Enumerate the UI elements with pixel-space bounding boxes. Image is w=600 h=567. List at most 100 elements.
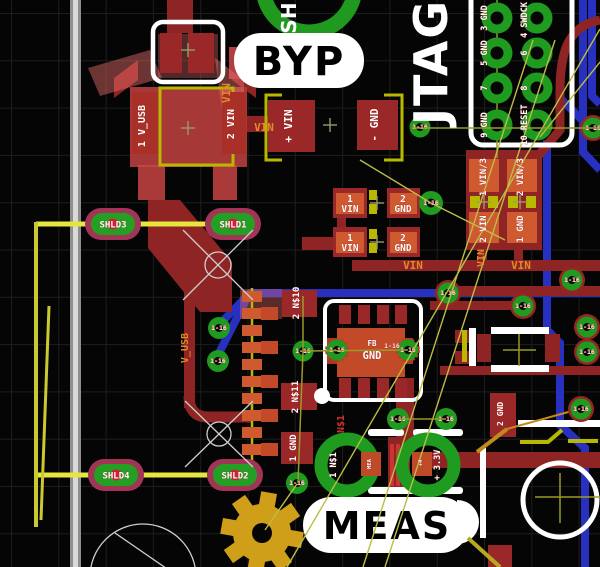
shld4-pad: SHLD4 bbox=[88, 459, 144, 491]
svg-text:9 GND: 9 GND bbox=[480, 112, 490, 138]
svg-text:+ 3.3V: + 3.3V bbox=[433, 450, 443, 481]
top-capacitor[interactable] bbox=[150, 19, 226, 85]
hole-cross-top bbox=[182, 229, 254, 301]
via: 1-16 bbox=[568, 396, 594, 422]
svg-text:7: 7 bbox=[480, 85, 490, 90]
svg-text:N$1: N$1 bbox=[336, 415, 347, 433]
drill-marks bbox=[90, 43, 527, 567]
svg-text:1 N$1: 1 N$1 bbox=[329, 452, 339, 478]
svg-text:1-16: 1-16 bbox=[440, 289, 456, 297]
shield-pads[interactable]: SHLD3 SHLD1 SHLD4 SHLD2 bbox=[85, 208, 263, 491]
shld2-pad: SHLD2 bbox=[207, 459, 263, 491]
svg-text:SHLD3: SHLD3 bbox=[99, 221, 126, 231]
svg-text:VIN: VIN bbox=[511, 259, 531, 272]
svg-text:GND: GND bbox=[394, 204, 411, 215]
via: 1-16 bbox=[574, 314, 600, 340]
svg-text:2 N$10: 2 N$10 bbox=[292, 287, 302, 320]
ring-3v3 bbox=[395, 432, 461, 498]
svg-text:MEA: MEA bbox=[367, 458, 373, 469]
svg-text:1-16: 1-16 bbox=[412, 123, 428, 131]
n11-pad bbox=[281, 383, 317, 410]
jtag-header[interactable] bbox=[468, 0, 575, 158]
via: 1-16 bbox=[510, 293, 536, 319]
mount-hole-silk bbox=[520, 460, 600, 540]
paste-marks bbox=[369, 190, 377, 253]
svg-text:1-16: 1-16 bbox=[579, 348, 595, 356]
sh-mount-ring[interactable] bbox=[257, 0, 361, 40]
svg-text:1-16: 1-16 bbox=[515, 302, 531, 310]
svg-text:6: 6 bbox=[520, 50, 530, 55]
gnd-pad bbox=[281, 432, 313, 464]
svg-text:VIN: VIN bbox=[403, 259, 423, 272]
svg-text:2 VIN: 2 VIN bbox=[226, 109, 237, 139]
svg-text:BYP: BYP bbox=[253, 39, 346, 85]
svg-text:1: 1 bbox=[347, 233, 353, 244]
vin3-resistors[interactable] bbox=[466, 150, 542, 250]
svg-text:1-16: 1-16 bbox=[211, 324, 227, 332]
pad bbox=[507, 212, 537, 243]
svg-text:2 VIN: 2 VIN bbox=[479, 215, 489, 242]
svg-text:10 RESET: 10 RESET bbox=[520, 105, 530, 146]
svg-text:1 VIN/3: 1 VIN/3 bbox=[479, 158, 489, 196]
corner-arc bbox=[90, 523, 196, 567]
pad-2 bbox=[222, 92, 246, 154]
shld1-pad: SHLD1 bbox=[205, 208, 261, 240]
sh-title: SH bbox=[277, 2, 301, 33]
svg-text:GND: GND bbox=[363, 350, 382, 362]
pin1-dot bbox=[314, 388, 330, 404]
svg-text:2 GND: 2 GND bbox=[496, 402, 505, 426]
svg-text:MEAS: MEAS bbox=[323, 504, 452, 548]
svg-text:1-16: 1-16 bbox=[438, 415, 454, 423]
vin-cap-pad bbox=[268, 100, 315, 152]
airwires bbox=[264, 28, 600, 567]
pad-1 bbox=[132, 92, 158, 154]
svg-text:VIN: VIN bbox=[476, 249, 487, 267]
svg-text:1 GND: 1 GND bbox=[516, 215, 526, 243]
hole-cross-bottom bbox=[184, 400, 254, 468]
svg-text:+ VIN: + VIN bbox=[282, 109, 295, 142]
gear-icon[interactable] bbox=[220, 491, 304, 567]
svg-text:1-16: 1-16 bbox=[210, 357, 226, 365]
jtag-title: JTAG bbox=[404, 0, 458, 128]
via: 1-16 bbox=[208, 317, 230, 339]
meas-label-pill[interactable]: MEAS bbox=[303, 497, 469, 553]
svg-text:VIN: VIN bbox=[341, 243, 358, 254]
byp-label-pill[interactable]: BYP bbox=[234, 33, 364, 88]
svg-text:2: 2 bbox=[400, 233, 406, 244]
svg-text:1-16: 1-16 bbox=[400, 346, 416, 354]
svg-text:1-16: 1-16 bbox=[564, 276, 580, 284]
pad bbox=[188, 33, 214, 73]
svg-text:1: 1 bbox=[347, 194, 353, 205]
silkscreen-outline bbox=[150, 19, 226, 85]
svg-text:GND: GND bbox=[394, 243, 411, 254]
svg-text:+4: +4 bbox=[418, 459, 424, 466]
board-edge-bar[interactable] bbox=[70, 0, 81, 567]
svg-text:VIN: VIN bbox=[341, 204, 358, 215]
svg-text:SHLD1: SHLD1 bbox=[219, 221, 246, 231]
svg-text:1-16: 1-16 bbox=[573, 405, 589, 413]
via: 1-16 bbox=[559, 267, 585, 293]
svg-text:1-16: 1-16 bbox=[289, 479, 305, 487]
bypass-caps[interactable] bbox=[268, 100, 398, 152]
svg-text:5 GND: 5 GND bbox=[480, 40, 490, 66]
svg-text:1 V_USB: 1 V_USB bbox=[137, 105, 148, 147]
gnd-cap-pad bbox=[357, 100, 398, 150]
svg-text:VIN: VIN bbox=[254, 121, 274, 134]
svg-text:2: 2 bbox=[400, 194, 406, 205]
n10-pad bbox=[282, 290, 317, 317]
jtag-pins bbox=[481, 2, 553, 141]
svg-text:1-16: 1-16 bbox=[579, 323, 595, 331]
via: 1-16 bbox=[207, 350, 229, 372]
svg-text:V_USB: V_USB bbox=[180, 333, 191, 363]
net-pads[interactable] bbox=[281, 290, 317, 464]
vusb-component[interactable] bbox=[132, 92, 246, 154]
pad bbox=[469, 159, 499, 192]
switch-silk bbox=[518, 420, 600, 427]
meas-header-rings[interactable] bbox=[314, 432, 461, 498]
pad bbox=[160, 33, 182, 73]
text-labels: JTAG SH VIN VIN VIN VIN VIN V_USB N$1 1 … bbox=[137, 0, 531, 481]
usb-connector-pins[interactable] bbox=[242, 288, 278, 462]
shld3-pad: SHLD3 bbox=[85, 208, 141, 240]
svg-text:2 N$11: 2 N$11 bbox=[291, 381, 301, 414]
